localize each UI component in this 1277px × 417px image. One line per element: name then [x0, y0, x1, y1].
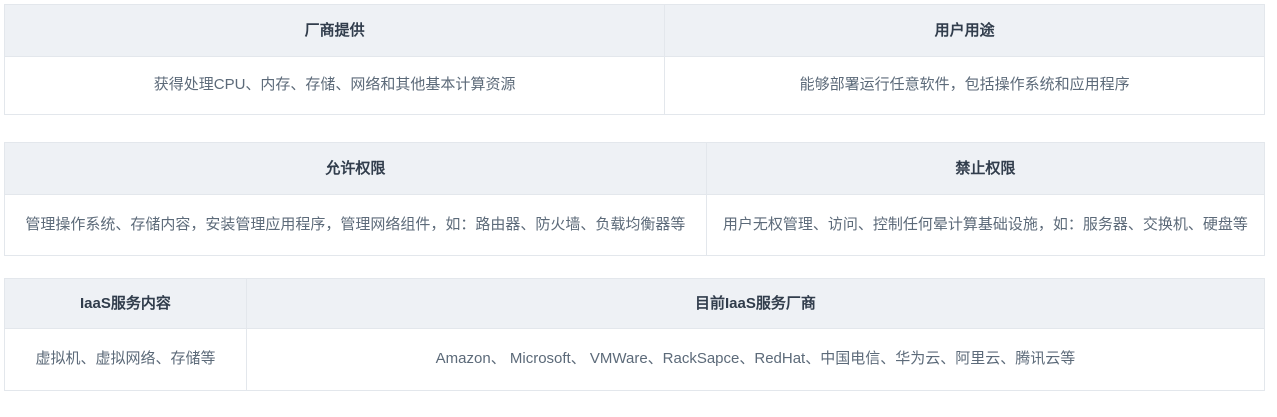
- column-header-vendor-provides: 厂商提供: [3, 4, 666, 57]
- column-header-allowed-permissions: 允许权限: [4, 141, 707, 195]
- column-header-user-purpose: 用户用途: [664, 4, 1265, 57]
- cell-allowed-permissions: 管理操作系统、存储内容，安装管理应用程序，管理网络组件，如：路由器、防火墙、负载…: [4, 193, 707, 256]
- table-header-row: IaaS服务内容 目前IaaS服务厂商: [4, 278, 1266, 329]
- iaas-service-table: IaaS服务内容 目前IaaS服务厂商 虚拟机、虚拟网络、存储等 Amazon、…: [4, 278, 1266, 391]
- cell-iaas-service-vendors: Amazon、 Microsoft、 VMWare、RackSapce、RedH…: [245, 328, 1266, 391]
- column-header-iaas-service-vendors: 目前IaaS服务厂商: [245, 278, 1266, 329]
- cell-forbidden-permissions: 用户无权管理、访问、控制任何晕计算基础设施，如：服务器、交换机、硬盘等: [705, 193, 1266, 256]
- table-header-row: 厂商提供 用户用途: [3, 4, 1265, 57]
- column-header-forbidden-permissions: 禁止权限: [705, 141, 1266, 195]
- column-header-iaas-service-content: IaaS服务内容: [4, 278, 247, 329]
- table-row: 管理操作系统、存储内容，安装管理应用程序，管理网络组件，如：路由器、防火墙、负载…: [4, 193, 1266, 256]
- cell-user-purpose: 能够部署运行任意软件，包括操作系统和应用程序: [664, 56, 1265, 115]
- cell-iaas-service-content: 虚拟机、虚拟网络、存储等: [4, 328, 247, 391]
- table-header-row: 允许权限 禁止权限: [4, 141, 1266, 195]
- cell-vendor-provides: 获得处理CPU、内存、存储、网络和其他基本计算资源: [3, 56, 666, 115]
- table-spacer: [4, 256, 1265, 278]
- vendor-user-table: 厂商提供 用户用途 获得处理CPU、内存、存储、网络和其他基本计算资源 能够部署…: [3, 4, 1265, 115]
- permissions-table: 允许权限 禁止权限 管理操作系统、存储内容，安装管理应用程序，管理网络组件，如：…: [4, 141, 1266, 256]
- table-row: 虚拟机、虚拟网络、存储等 Amazon、 Microsoft、 VMWare、R…: [4, 328, 1266, 391]
- table-row: 获得处理CPU、内存、存储、网络和其他基本计算资源 能够部署运行任意软件，包括操…: [3, 56, 1265, 115]
- table-spacer: [4, 115, 1265, 142]
